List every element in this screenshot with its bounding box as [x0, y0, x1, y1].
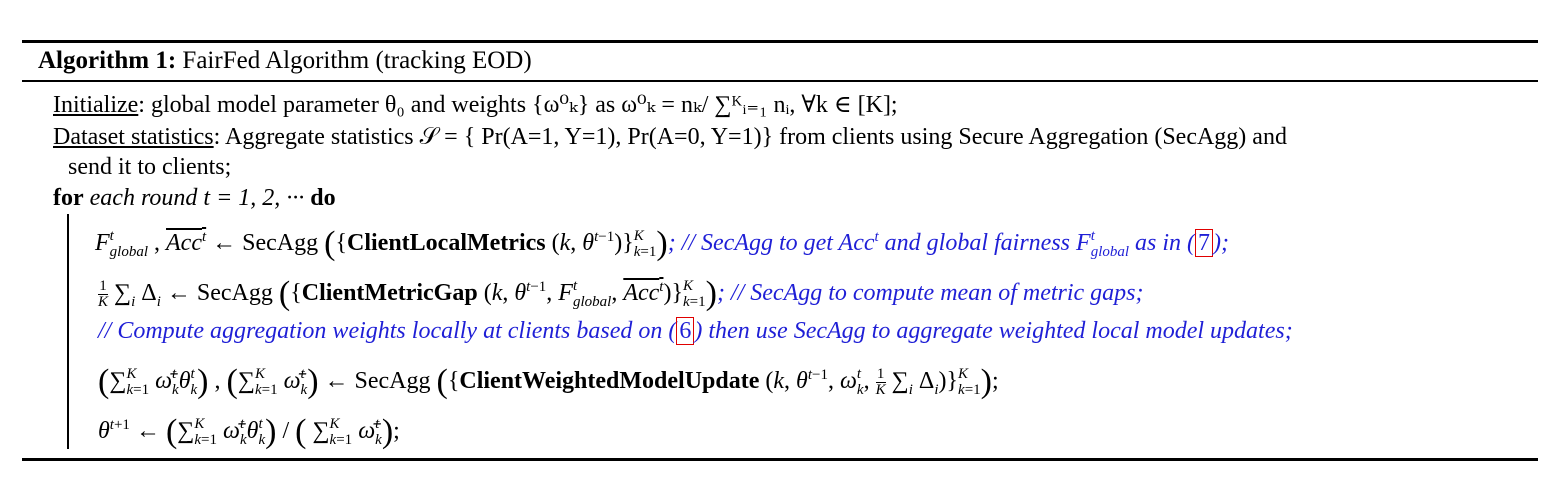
- step-3-comment: // Compute aggregation weights locally a…: [98, 317, 1293, 345]
- init-line: Initialize: global model parameter θ₀ an…: [53, 90, 898, 120]
- init-text: : global model parameter θ₀ and weights …: [138, 92, 898, 118]
- fn-metric-gap: ClientMetricGap: [301, 280, 478, 306]
- fn-weighted-update: ClientWeightedModelUpdate: [459, 368, 760, 394]
- algorithm-name: FairFed Algorithm (tracking EOD): [182, 47, 532, 74]
- for-line: for each round t = 1, 2, ··· do: [53, 183, 336, 213]
- algorithm-label: Algorithm 1:: [38, 47, 177, 74]
- comment-1: ; // SecAgg to get Acc: [667, 230, 875, 256]
- do-keyword: do: [310, 185, 336, 211]
- bottom-rule: [22, 458, 1538, 461]
- secagg-1: SecAgg: [242, 230, 319, 256]
- stats-keyword: Dataset statistics: [53, 124, 214, 150]
- comment-2: ; // SecAgg to compute mean of metric ga…: [716, 280, 1144, 306]
- title-rule: [22, 80, 1538, 82]
- for-cond: each round: [89, 185, 198, 211]
- comment-1b: and global fairness F: [878, 230, 1091, 256]
- init-keyword: Initialize: [53, 92, 139, 118]
- loop-bar: [67, 214, 69, 449]
- eq-ref-7[interactable]: 7: [1195, 229, 1214, 257]
- algorithm-title: Algorithm 1: FairFed Algorithm (tracking…: [38, 46, 532, 76]
- stats-line: Dataset statistics: Aggregate statistics…: [53, 122, 1287, 152]
- stats-text: : Aggregate statistics 𝒮 = { Pr(A=1, Y=1…: [213, 124, 1287, 150]
- for-keyword: for: [53, 185, 84, 211]
- for-range: t = 1, 2, ···: [203, 185, 311, 211]
- eq-ref-6[interactable]: 6: [676, 317, 695, 345]
- top-rule: [22, 40, 1538, 43]
- stats-cont: send it to clients;: [68, 154, 232, 180]
- fn-local-metrics: ClientLocalMetrics: [347, 230, 546, 256]
- comment-1c: as in (: [1129, 230, 1196, 256]
